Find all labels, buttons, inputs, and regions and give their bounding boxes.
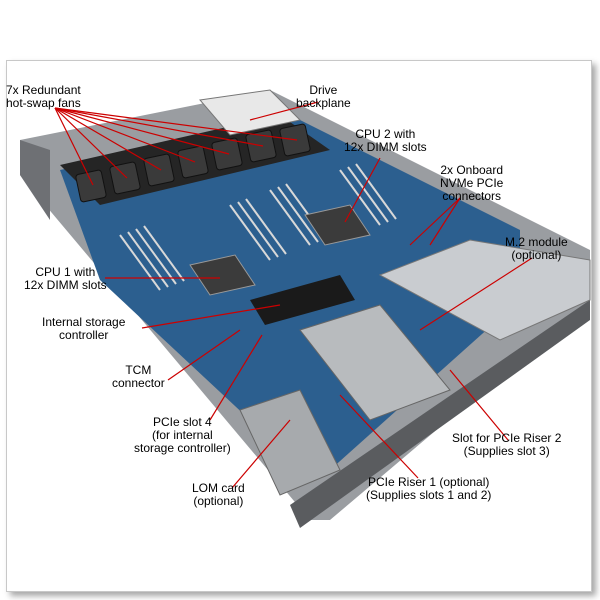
label-fans: 7x Redundant hot-swap fans <box>6 83 81 110</box>
leader-fans <box>54 107 230 155</box>
chassis-front-face <box>290 300 590 528</box>
storage-controller <box>250 275 355 325</box>
label-m2: M.2 module (optional) <box>505 235 568 262</box>
label-backplane: Drive backplane <box>296 83 351 110</box>
dimm-bank-cpu1 <box>119 198 287 291</box>
leader-fans <box>54 107 94 186</box>
leader-nvme <box>429 197 461 246</box>
label-nvme: 2x Onboard NVMe PCIe connectors <box>440 163 504 203</box>
label-tcm: TCM connector <box>112 363 165 390</box>
cpu1-socket <box>189 254 256 296</box>
leader-fans <box>54 107 196 163</box>
chassis-left-face <box>20 140 50 220</box>
leader-riser2 <box>449 369 509 441</box>
fan-unit <box>143 153 175 187</box>
label-cpu2: CPU 2 with 12x DIMM slots <box>344 127 427 154</box>
label-riser1: PCIe Riser 1 (optional) (Supplies slots … <box>366 475 492 502</box>
leader-m2 <box>419 257 533 331</box>
leader-lom <box>231 419 291 489</box>
leader-riser1 <box>339 394 419 479</box>
leader-fans <box>54 107 264 147</box>
label-storage: Internal storage controller <box>42 315 126 342</box>
dimm-bank-cpu2 <box>269 163 397 246</box>
fan-row <box>75 123 311 203</box>
label-riser2: Slot for PCIe Riser 2 (Supplies slot 3) <box>452 431 562 458</box>
leader-lines <box>54 101 533 489</box>
leader-pcie4 <box>209 334 263 421</box>
leader-backplane <box>249 101 319 121</box>
fan-unit <box>75 169 107 203</box>
fan-unit <box>177 145 209 179</box>
cpu2-socket <box>304 204 371 246</box>
leader-tcm <box>167 329 241 381</box>
leader-storage <box>141 304 281 329</box>
lom-cage <box>239 389 341 496</box>
fan-unit <box>109 161 141 195</box>
leader-fans <box>54 107 162 171</box>
pcie-riser1-cage <box>299 304 451 421</box>
leader-cpu2 <box>344 157 381 223</box>
drive-backplane <box>199 89 302 136</box>
leader-fans <box>54 107 128 179</box>
leader-fans <box>54 107 298 141</box>
label-pcie4: PCIe slot 4 (for internal storage contro… <box>134 415 231 455</box>
label-lom: LOM card (optional) <box>192 481 245 508</box>
label-cpu1: CPU 1 with 12x DIMM slots <box>24 265 107 292</box>
power-supply-bay <box>378 239 591 341</box>
leader-nvme <box>409 197 461 246</box>
